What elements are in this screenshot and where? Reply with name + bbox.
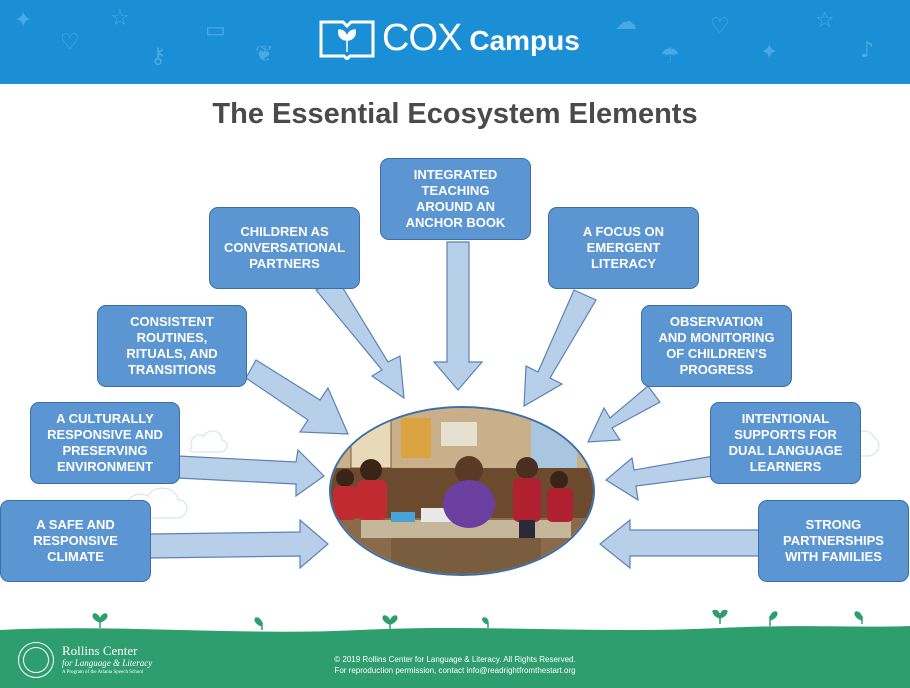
copyright-line-1: © 2019 Rollins Center for Language & Lit… [334,655,576,664]
arrow-integrated-teaching [432,241,484,391]
arrow-conversational-partners [315,279,405,400]
org-tagline: A Program of the Atlanta Speech School [62,669,144,675]
book-icon: ▭ [205,18,226,43]
tree-seal-icon [18,642,54,678]
arrow-emergent-literacy [523,289,597,408]
element-box-emergent-literacy: A FOCUS ON EMERGENT LITERACY [548,207,699,289]
element-box-conversational-partners: CHILDREN AS CONVERSATIONAL PARTNERS [209,207,360,289]
copyright-notice: © 2019 Rollins Center for Language & Lit… [0,654,910,676]
umbrella-icon: ☂ [660,44,680,69]
key-icon: ⚷ [150,44,167,69]
element-box-culturally-responsive: A CULTURALLY RESPONSIVE AND PRESERVING E… [30,402,180,484]
heart-icon: ♡ [60,30,80,55]
arrow-dual-language [604,455,715,502]
copyright-line-2: For reproduction permission, contact inf… [334,666,576,675]
element-box-safe-climate: A SAFE AND RESPONSIVE CLIMATE [0,500,151,582]
org-name: Rollins Center [62,642,138,658]
brand-cox: COX [382,16,462,59]
tree-seal-inner [23,647,49,673]
open-book-icon [319,20,375,60]
page-title: The Essential Ecosystem Elements [212,98,698,130]
arrow-safe-climate [149,518,329,570]
footer-grass [0,610,910,688]
arrow-culturally-responsive [177,448,325,498]
element-box-integrated-teaching: INTEGRATED TEACHING AROUND AN ANCHOR BOO… [380,158,531,240]
brand-campus: Campus [469,25,580,56]
classroom-illustration [331,408,593,574]
classroom-photo [329,406,595,576]
puzzle-icon: ✦ [14,8,33,33]
star-icon: ☆ [815,8,835,33]
element-box-consistent-routines: CONSISTENT ROUTINES, RITUALS, AND TRANSI… [97,305,247,387]
music-icon: ♪ [860,38,875,63]
rollins-center-logo[interactable]: Rollins Center for Language & Literacy A… [18,642,152,678]
leaf-icon: ❦ [255,42,274,67]
arrow-consistent-routines [245,359,349,435]
cox-campus-logo[interactable]: COX Campus [318,14,580,62]
star-icon: ☆ [110,6,130,31]
header-scallop-edge [0,76,910,82]
puzzle-icon: ✦ [760,40,779,65]
arrow-family-partnerships [599,518,761,570]
cloud-icon: ☁ [615,10,637,35]
heart-icon: ♡ [710,14,730,39]
rollins-center-names: Rollins Center for Language & Literacy A… [62,642,153,677]
element-box-family-partnerships: STRONG PARTNERSHIPS WITH FAMILIES [758,500,909,582]
element-box-observation-monitoring: OBSERVATION AND MONITORING OF CHILDREN'S… [641,305,792,387]
org-subtitle: for Language & Literacy [62,657,153,668]
header-banner: ✦ ♡ ☆ ⚷ ▭ ❦ ☁ ☂ ♡ ✦ ☆ ♪ COX Campus [0,0,910,84]
element-box-dual-language: INTENTIONAL SUPPORTS FOR DUAL LANGUAGE L… [710,402,861,484]
arrow-observation-monitoring [587,385,661,443]
